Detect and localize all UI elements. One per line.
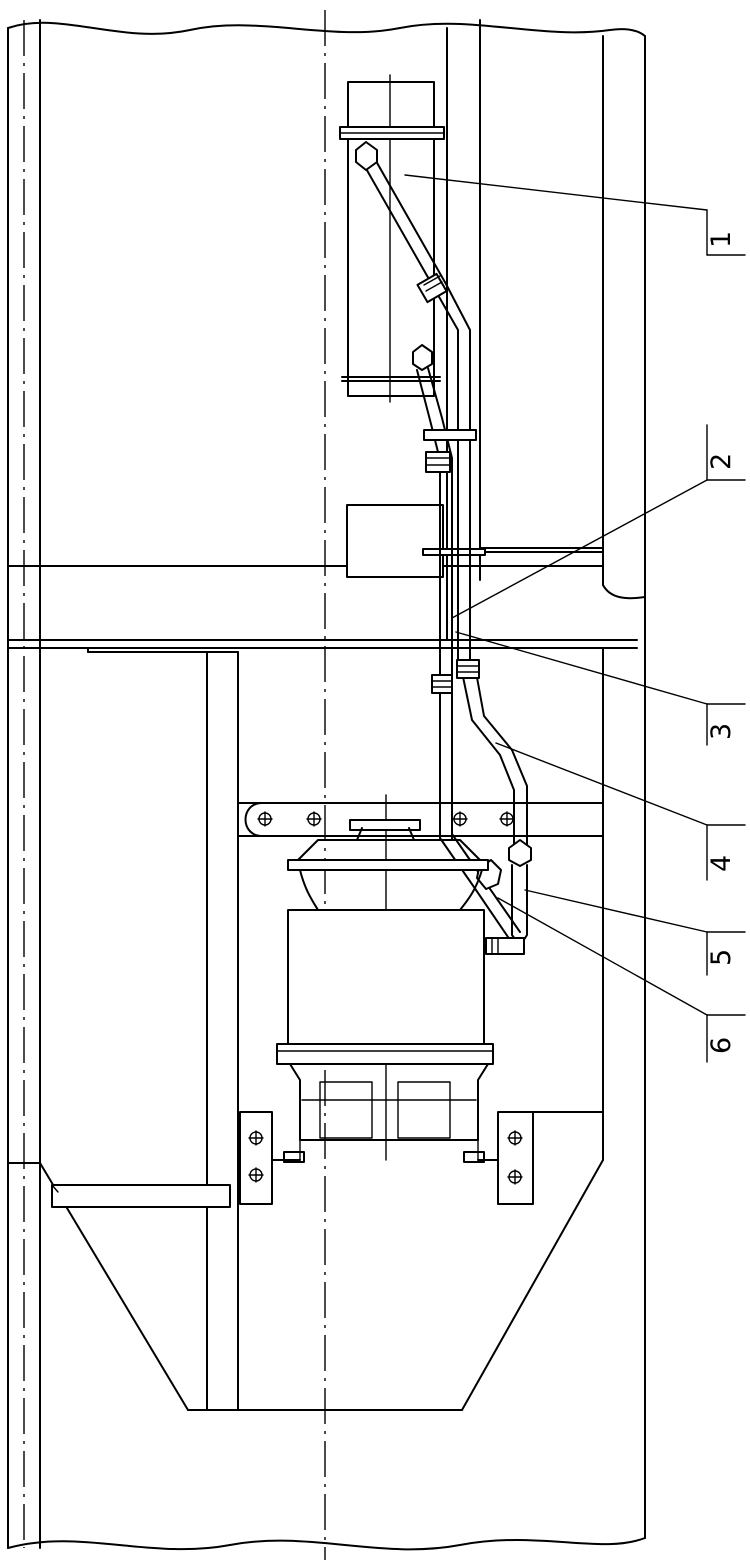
bolt-icon <box>507 1169 523 1185</box>
callout-2: 2 <box>706 453 737 470</box>
callout-6: 6 <box>706 1037 737 1054</box>
mounting-plate <box>237 802 604 837</box>
side-bracket-right <box>477 1111 604 1205</box>
callout-3: 3 <box>706 723 737 740</box>
bolt-icon <box>452 811 468 827</box>
callout-5: 5 <box>706 949 737 966</box>
pipe-second <box>416 367 477 841</box>
bolt-icon <box>257 811 273 827</box>
bolt-icon <box>507 1130 523 1146</box>
bolt-icon <box>248 1130 264 1146</box>
filter-cylinder <box>339 74 445 403</box>
center-lines <box>23 10 326 1560</box>
frame-rails <box>206 651 239 1411</box>
frame-divider <box>7 565 638 653</box>
housing-outline <box>7 19 646 1551</box>
pipe-outer <box>456 659 532 947</box>
callout-1: 1 <box>706 231 737 248</box>
pipe-upper <box>355 141 471 669</box>
bolt-icon <box>248 1167 264 1183</box>
hopper <box>7 1159 604 1411</box>
callout-4: 4 <box>706 855 737 872</box>
side-bracket-left <box>239 1111 301 1205</box>
bolt-icon <box>499 811 515 827</box>
bolt-icon <box>306 811 322 827</box>
bracket-box <box>346 504 486 578</box>
leader-lines <box>404 174 746 1063</box>
motor-assembly <box>276 794 494 1163</box>
